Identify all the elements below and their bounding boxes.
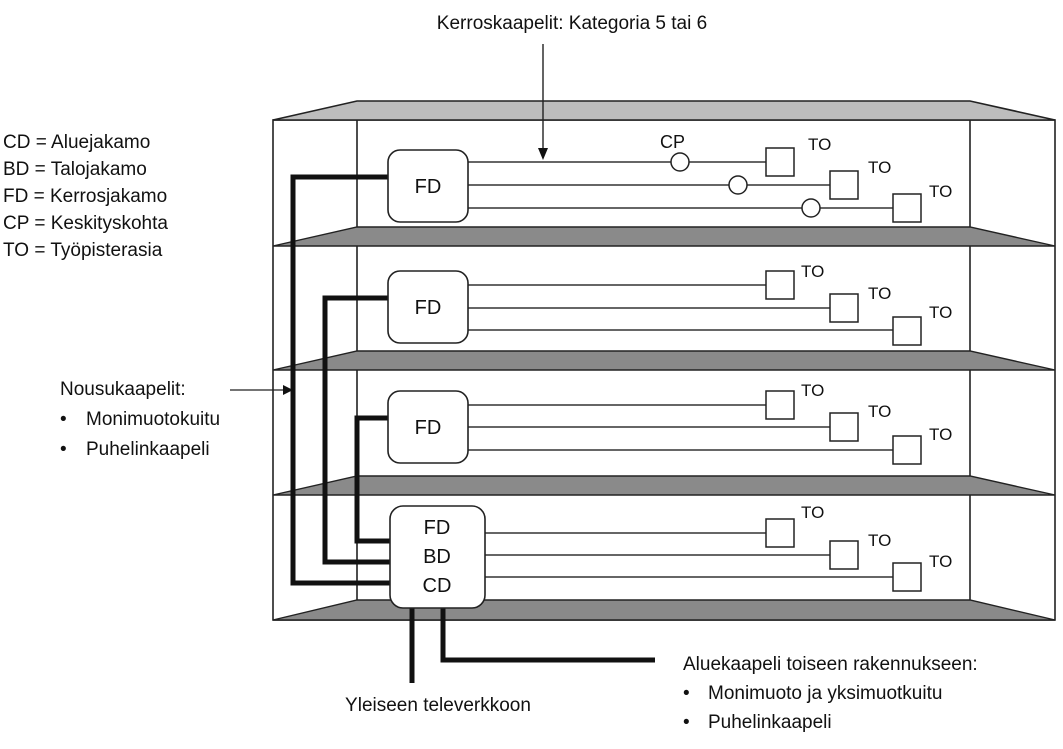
to-label: TO <box>801 503 824 522</box>
legend-item: CD = Aluejakamo <box>3 132 150 153</box>
floor-slab-4 <box>272 599 1056 621</box>
campus-cable <box>440 608 655 663</box>
campus-cable-label: Aluekaapeli toiseen rakennukseen: • Moni… <box>683 654 978 733</box>
fd-label-floor-4: FD <box>424 517 451 539</box>
bd-label: BD <box>423 546 451 568</box>
to-box <box>829 412 859 442</box>
to-labels: TO TO TO TO TO TO TO TO TO TO TO TO <box>801 135 952 571</box>
cp-circle <box>670 152 690 172</box>
floor-cables-arrow <box>538 44 548 160</box>
to-box <box>765 518 795 548</box>
legend-item: FD = Kerrosjakamo <box>3 186 167 207</box>
to-label: TO <box>868 284 891 303</box>
horizontal-cables <box>468 161 893 578</box>
riser-arrow-head <box>283 385 293 395</box>
fd-box-floor-3 <box>387 390 469 464</box>
to-box <box>829 293 859 323</box>
campus-label-item: Monimuoto ja yksimuotkuitu <box>708 683 942 704</box>
legend-item: BD = Talojakamo <box>3 159 147 180</box>
roof <box>272 100 1056 121</box>
riser-cable-floor-2 <box>322 295 390 565</box>
telecom-outlets <box>765 147 922 592</box>
backbone-cables <box>290 174 655 683</box>
riser-label-title: Nousukaapelit: <box>60 379 186 400</box>
riser-label: Nousukaapelit: • Monimuotokuitu • Puheli… <box>60 379 293 460</box>
riser-cable-floor-3 <box>354 415 390 544</box>
to-box <box>829 540 859 570</box>
riser-label-item: Monimuotokuitu <box>86 409 220 430</box>
legend: CD = Aluejakamo BD = Talojakamo FD = Ker… <box>3 132 168 261</box>
to-label: TO <box>808 135 831 154</box>
floor-slab-1 <box>272 226 1056 247</box>
legend-item: TO = Työpisterasia <box>3 240 163 261</box>
to-label: TO <box>801 381 824 400</box>
consolidation-points <box>670 152 821 218</box>
bullet: • <box>60 409 67 430</box>
distributors <box>387 149 486 609</box>
riser-label-item: Puhelinkaapeli <box>86 439 210 460</box>
to-box <box>765 147 795 177</box>
fd-label-floor-3: FD <box>415 417 442 439</box>
riser-cable-floor-1 <box>290 174 390 586</box>
fd-label-floor-2: FD <box>415 297 442 319</box>
public-network-label: Yleiseen televerkkoon <box>345 695 531 716</box>
to-box <box>892 435 922 465</box>
to-label: TO <box>929 303 952 322</box>
to-box <box>892 562 922 592</box>
cp-label: CP <box>660 132 685 152</box>
fd-label-floor-1: FD <box>415 176 442 198</box>
to-label: TO <box>929 552 952 571</box>
fd-box-floor-1 <box>387 149 469 223</box>
to-label: TO <box>929 425 952 444</box>
floor-slab-2 <box>272 350 1056 371</box>
legend-item: CP = Keskityskohta <box>3 213 168 234</box>
fd-box-floor-2 <box>387 270 469 344</box>
floor-cables-label: Kerroskaapelit: Kategoria 5 tai 6 <box>437 13 707 34</box>
to-label: TO <box>868 402 891 421</box>
to-box <box>892 193 922 223</box>
campus-label-item: Puhelinkaapeli <box>708 712 832 733</box>
campus-label-title: Aluekaapeli toiseen rakennukseen: <box>683 654 978 675</box>
cd-label: CD <box>423 575 452 597</box>
floor-slabs <box>272 226 1056 621</box>
floor-slab-3 <box>272 475 1056 496</box>
to-box <box>765 390 795 420</box>
to-label: TO <box>929 182 952 201</box>
cp-circle <box>728 175 748 195</box>
to-label: TO <box>868 158 891 177</box>
bullet: • <box>60 439 67 460</box>
bullet: • <box>683 683 690 704</box>
bullet: • <box>683 712 690 733</box>
to-label: TO <box>868 531 891 550</box>
fd-bd-cd-box <box>389 505 486 609</box>
to-label: TO <box>801 262 824 281</box>
cp-circle <box>801 198 821 218</box>
to-box <box>829 170 859 200</box>
to-box <box>765 270 795 300</box>
to-box <box>892 316 922 346</box>
